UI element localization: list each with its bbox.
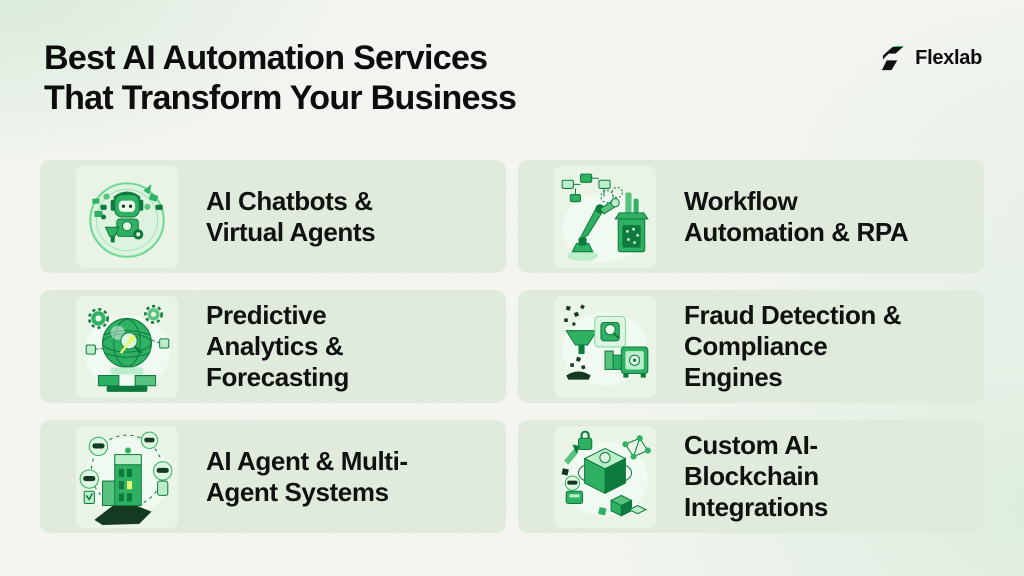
safe-box — [620, 345, 649, 378]
card-fraud-detection: Fraud Detection & Compliance Engines — [518, 290, 984, 403]
page-title: Best AI Automation Services That Transfo… — [44, 39, 517, 117]
page-header: Best AI Automation Services That Transfo… — [44, 38, 517, 118]
icon-tile — [76, 425, 178, 528]
card-label: Predictive Analytics & Forecasting — [206, 300, 349, 392]
scan-cube — [594, 315, 626, 348]
fraud-detection-funnel-icon — [562, 303, 649, 386]
card-label: Workflow Automation & RPA — [684, 185, 909, 247]
icon-tile — [76, 165, 178, 268]
icon-tile — [554, 295, 656, 398]
brand-logo: Flexlab — [879, 44, 982, 73]
card-workflow-automation: Workflow Automation & RPA — [518, 160, 984, 273]
card-ai-agents: AI Agent & Multi- Agent Systems — [40, 420, 506, 533]
ai-chatbot-robot-icon — [89, 181, 165, 258]
ai-blockchain-cube-icon — [561, 430, 651, 517]
card-predictive-analytics: Predictive Analytics & Forecasting — [40, 290, 506, 403]
predictive-analytics-globe-icon — [84, 304, 170, 392]
card-ai-blockchain: Custom AI- Blockchain Integrations — [518, 420, 984, 533]
card-label: Custom AI- Blockchain Integrations — [684, 430, 828, 522]
workflow-robot-arm-icon — [561, 173, 649, 262]
multi-agent-network-icon — [79, 431, 173, 525]
card-label: AI Agent & Multi- Agent Systems — [206, 445, 408, 507]
flexlab-logo-icon — [882, 45, 905, 71]
card-label: AI Chatbots & Virtual Agents — [206, 185, 376, 247]
icon-tile — [554, 165, 656, 268]
services-grid: AI Chatbots & Virtual Agents — [40, 160, 984, 533]
icon-tile — [554, 425, 656, 528]
card-label: Fraud Detection & Compliance Engines — [684, 300, 902, 392]
icon-tile — [76, 295, 178, 398]
brand-name: Flexlab — [915, 47, 982, 69]
card-ai-chatbots: AI Chatbots & Virtual Agents — [40, 160, 506, 273]
padlock — [577, 430, 593, 450]
